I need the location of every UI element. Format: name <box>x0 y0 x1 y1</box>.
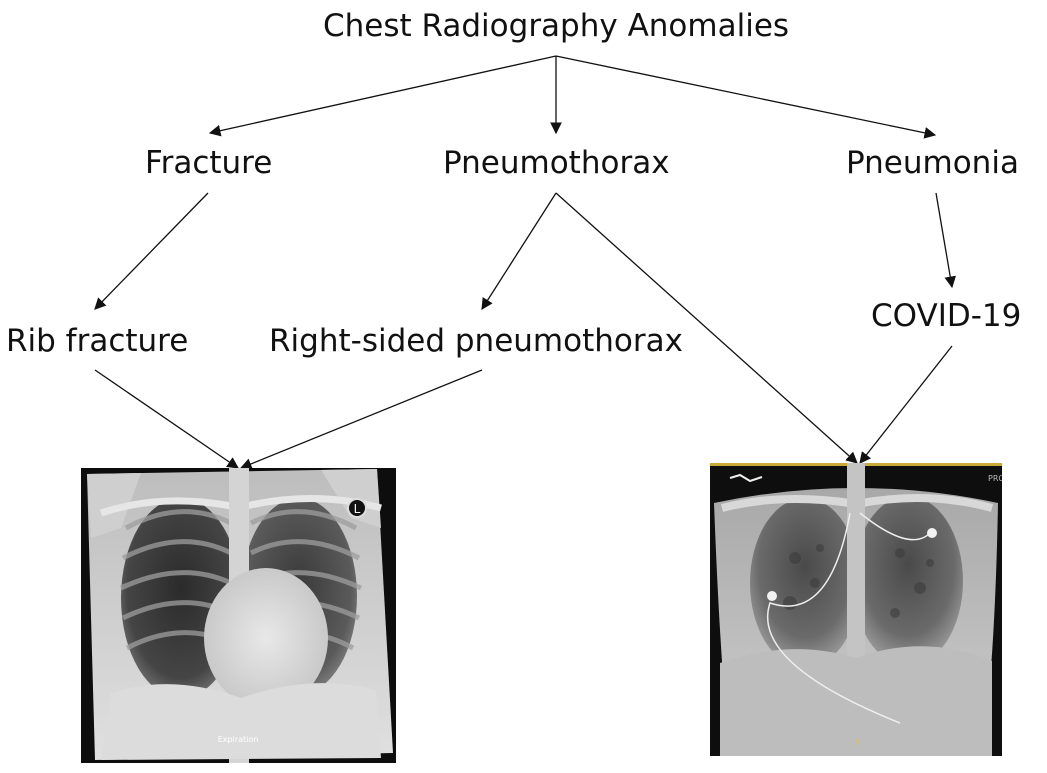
edge-rib-fracture-to-left-image <box>94 369 239 469</box>
lung-left-shape <box>853 496 963 666</box>
ecg-lead-icon <box>767 591 777 601</box>
laterality-marker-text: L <box>354 502 361 516</box>
left-image-caption: Expiration <box>218 735 259 744</box>
ecg-lead-icon <box>927 528 937 538</box>
edge-covid-to-right-image <box>859 345 953 464</box>
monitoring-wire-shape <box>766 512 901 724</box>
lung-right-shape <box>750 498 860 668</box>
right-sided-pneumothorax-label: Right-sided pneumothorax <box>269 323 683 359</box>
chest-xray-image-left: L Expiration <box>81 468 396 763</box>
monitoring-wire-shape <box>859 512 931 541</box>
pneumonia-label: Pneumonia <box>846 145 1019 181</box>
pneumothorax-label: Pneumothorax <box>443 145 670 181</box>
edge-fracture-to-rib-fracture <box>94 192 209 310</box>
edge-root-to-pneumonia <box>555 55 937 139</box>
laterality-marker-icon <box>347 498 367 518</box>
heart-shadow-shape <box>204 568 328 708</box>
edge-pneumothorax-to-right-sided <box>481 192 557 310</box>
chest-xray-image-right: PRO F <box>710 463 1002 756</box>
root-label: Chest Radiography Anomalies <box>323 8 790 44</box>
edge-root-to-fracture <box>208 55 557 137</box>
right-image-corner-text: PRO <box>988 474 1002 483</box>
fracture-label: Fracture <box>145 145 273 181</box>
right-image-marker-text: F <box>854 739 859 749</box>
edge-right-sided-to-left-image <box>239 369 483 470</box>
edge-pneumothorax-to-right-image <box>555 192 858 464</box>
covid-label: COVID-19 <box>871 298 1022 334</box>
rib-fracture-label: Rib fracture <box>6 323 189 359</box>
edge-pneumonia-to-covid <box>935 192 957 289</box>
